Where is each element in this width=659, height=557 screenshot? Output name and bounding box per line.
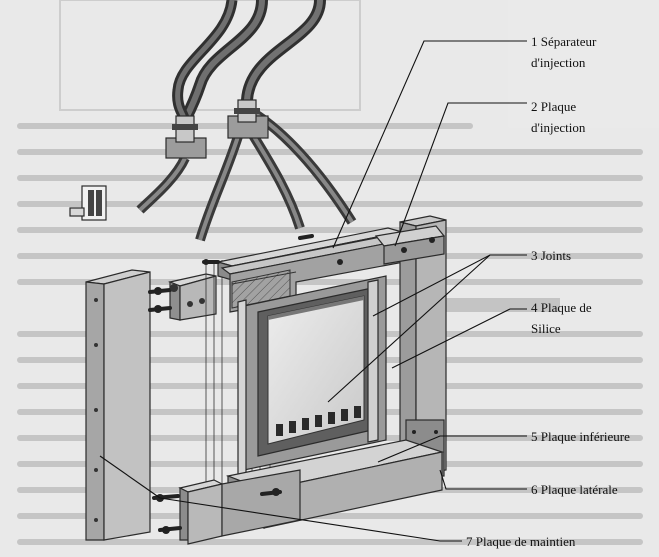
- label-text: 3 Joints: [531, 248, 572, 263]
- leader-lines: [99, 40, 527, 542]
- side-clamp-block: [148, 273, 217, 321]
- outlet-slots: [276, 406, 361, 436]
- label-text: d'injection: [531, 55, 586, 70]
- holding-plate-left: [85, 269, 151, 541]
- label-injection-separator: 1 Séparateur d'injection: [531, 31, 596, 73]
- label-text: 5 Plaque inférieure: [531, 429, 630, 444]
- label-bottom-plate: 5 Plaque inférieure: [531, 426, 630, 447]
- holding-plate-bottom: [152, 469, 301, 545]
- label-joints: 3 Joints: [531, 245, 571, 266]
- label-text: 6 Plaque latérale: [531, 482, 618, 497]
- label-lateral-plate: 6 Plaque latérale: [531, 479, 618, 500]
- label-holding-plate: 7 Plaque de maintien: [466, 531, 575, 552]
- label-injection-plate: 2 Plaque d'injection: [531, 96, 585, 138]
- label-text: 2 Plaque: [531, 99, 577, 114]
- label-text: d'injection: [531, 120, 586, 135]
- label-text: Silice: [531, 321, 561, 336]
- label-text: 1 Séparateur: [531, 34, 597, 49]
- tube-fittings: [165, 99, 269, 159]
- label-silica-plate: 4 Plaque de Silice: [531, 297, 592, 339]
- label-text: 7 Plaque de maintien: [466, 534, 576, 549]
- frame-screws: [202, 234, 343, 265]
- label-text: 4 Plaque de: [531, 300, 592, 315]
- cell-frame: [205, 227, 406, 488]
- clamp-detail-icon: [69, 185, 107, 221]
